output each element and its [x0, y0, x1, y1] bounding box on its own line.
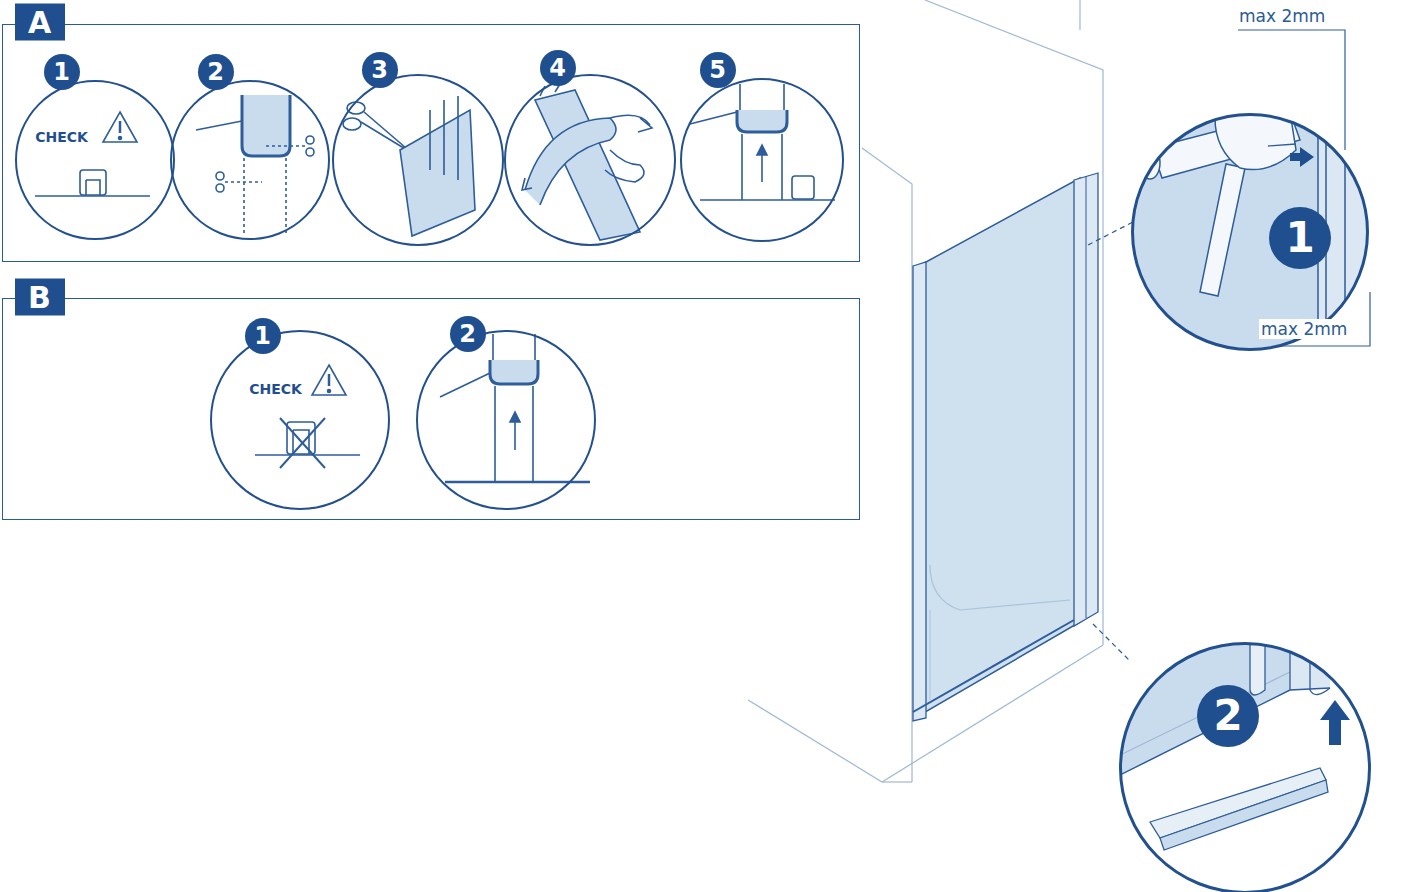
step-drawings	[35, 84, 835, 482]
step-number: 1	[245, 318, 281, 354]
check-label: CHECK	[35, 129, 88, 145]
detail-number: 2	[1197, 685, 1259, 747]
step-panel: A1CHECK2345	[2, 24, 860, 262]
detail-seal	[1110, 640, 1350, 850]
detail-number: 1	[1269, 207, 1331, 269]
check-label: CHECK	[249, 381, 302, 397]
step-circle: 2	[170, 80, 330, 240]
step-number: 4	[540, 50, 576, 86]
step-panel: B1CHECK2	[2, 298, 860, 520]
dimension-label: max 2mm	[1259, 319, 1349, 339]
detail-leader	[1088, 222, 1133, 662]
detail-circle: 1	[1132, 114, 1368, 350]
step-circle: 1CHECK	[15, 80, 175, 240]
dimension-label: max 2mm	[1237, 6, 1327, 26]
step-circle: 3	[332, 74, 504, 246]
step-number: 2	[450, 316, 486, 352]
step-circle: 4	[504, 74, 676, 246]
step-number: 2	[198, 54, 234, 90]
detail-circle: 2	[1120, 643, 1370, 892]
shower-door	[913, 173, 1098, 721]
detail-hammer	[1120, 100, 1400, 370]
panel-letter: A	[15, 3, 65, 40]
step-circle: 5	[680, 78, 844, 242]
step-number: 1	[44, 54, 80, 90]
step-number: 3	[362, 52, 398, 88]
panel-letter: B	[15, 278, 65, 315]
step-circle: 2	[416, 330, 596, 510]
step-circle: 1CHECK	[210, 330, 390, 510]
step-number: 5	[700, 52, 736, 88]
